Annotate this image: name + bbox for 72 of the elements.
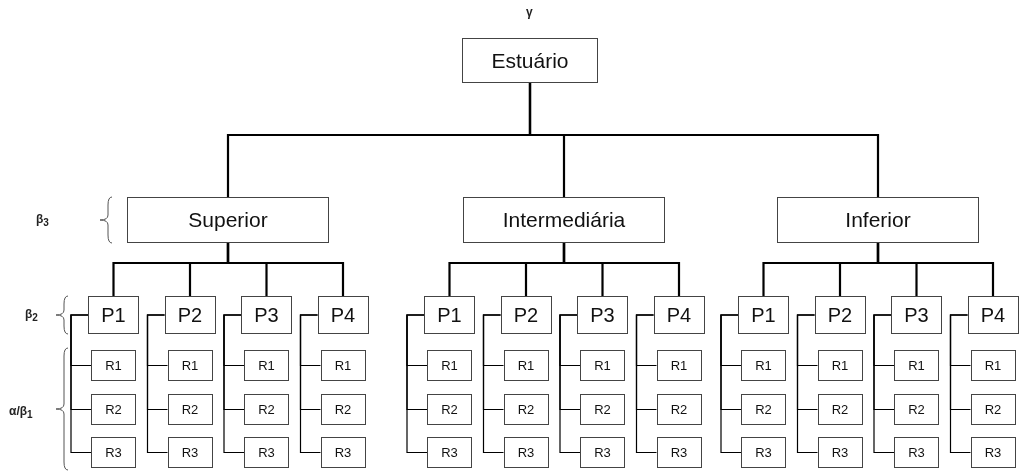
replicate-box: R1 [970,350,1016,381]
point-box: P4 [653,296,705,334]
replicate-box: R1 [580,350,625,381]
replicate-box: R1 [656,350,702,381]
replicate-box: R2 [503,394,549,425]
zone-box: Intermediária [463,197,665,243]
point-box: P3 [577,296,628,334]
replicate-box: R2 [244,394,289,425]
replicate-box: R3 [503,437,549,468]
connector-line [70,314,92,454]
replicate-box: R3 [244,437,289,468]
replicate-box: R1 [427,350,472,381]
point-box: P3 [241,296,292,334]
level-label: β$_{3}$ [36,213,49,229]
connector-line [635,314,658,454]
level-label: α/β$_{1}$ [9,405,33,421]
replicate-box: R1 [167,350,213,381]
factor-label: γ [526,6,533,18]
replicate-box: R2 [817,394,863,425]
replicate-box: R2 [970,394,1016,425]
replicate-box: R1 [91,350,136,381]
replicate-box: R1 [817,350,863,381]
replicate-box: R1 [320,350,366,381]
replicate-box: R1 [503,350,549,381]
replicate-box: R1 [244,350,289,381]
connector-line [949,314,972,454]
replicate-box: R3 [970,437,1016,468]
level-label: β$_{2}$ [25,308,38,324]
connector-line [796,314,819,454]
connector-line [559,314,581,454]
root-box: Estuário [462,38,598,83]
connector-line [223,314,245,454]
replicate-box: R2 [427,394,472,425]
replicate-box: R1 [894,350,939,381]
connector-line [146,314,169,454]
connector-line [562,243,681,296]
replicate-box: R3 [656,437,702,468]
replicate-box: R2 [320,394,366,425]
connector-line [528,83,880,197]
point-box: P2 [814,296,866,334]
point-box: P1 [88,296,139,334]
replicate-box: R2 [580,394,625,425]
point-box: P1 [738,296,789,334]
replicate-box: R3 [741,437,786,468]
replicate-box: R3 [167,437,213,468]
connector-line [406,314,428,454]
connector-line [226,243,345,296]
replicate-box: R3 [580,437,625,468]
connector-line [873,314,895,454]
point-box: P2 [164,296,216,334]
replicate-box: R2 [741,394,786,425]
replicate-box: R2 [91,394,136,425]
connector-line [720,314,742,454]
connector-line [482,314,505,454]
zone-box: Inferior [777,197,979,243]
zone-box: Superior [127,197,329,243]
replicate-box: R3 [427,437,472,468]
replicate-box: R2 [656,394,702,425]
point-box: P1 [424,296,475,334]
replicate-box: R2 [167,394,213,425]
point-box: P2 [500,296,552,334]
point-box: P4 [317,296,369,334]
connector-line [299,314,322,454]
replicate-box: R2 [894,394,939,425]
point-box: P3 [891,296,942,334]
replicate-box: R3 [320,437,366,468]
replicate-box: R3 [817,437,863,468]
replicate-box: R1 [741,350,786,381]
connector-line [876,243,995,296]
replicate-box: R3 [894,437,939,468]
replicate-box: R3 [91,437,136,468]
point-box: P4 [967,296,1019,334]
